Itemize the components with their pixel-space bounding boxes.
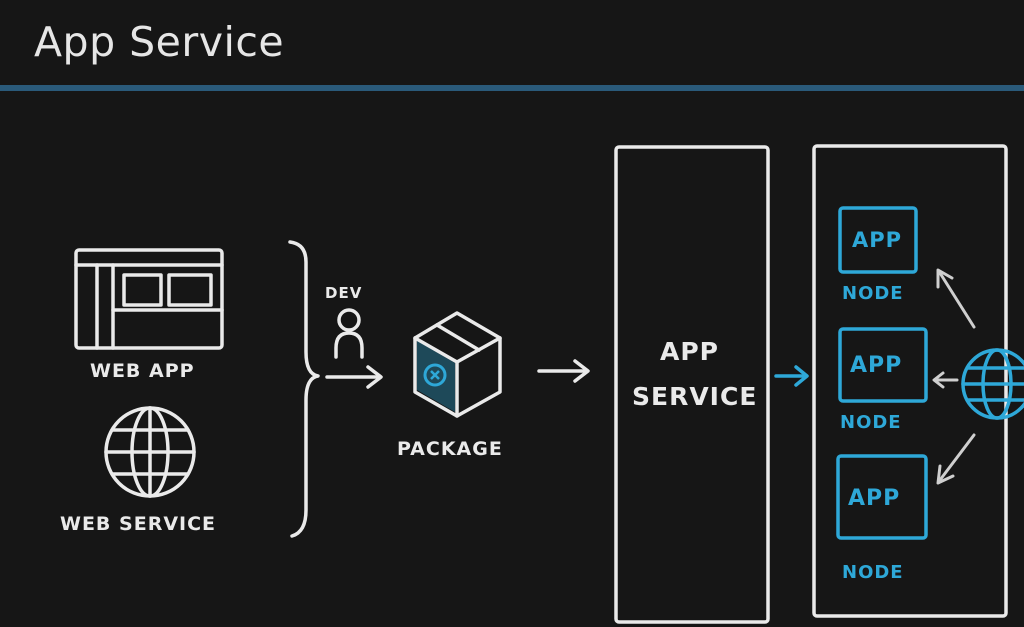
nodes-column [812,144,1008,618]
node-1-node-label: NODE [842,283,904,304]
arrow-to-node-1 [936,268,976,329]
node-2-app-label: APP [850,353,902,378]
app-node-box-3 [836,454,928,540]
grouping-brace [288,240,320,538]
web-app-label: WEB APP [90,360,195,382]
arrow-to-node-2 [932,371,959,389]
developer-person-icon [334,308,364,359]
web-app-window-icon [74,248,224,350]
arrow-to-nodes [774,365,809,387]
load-balancer-globe-icon [961,348,1024,420]
web-service-label: WEB SERVICE [60,513,216,535]
node-1-app-label: APP [852,228,902,252]
slide-title: App Service [34,18,285,66]
dev-label: DEV [325,284,362,302]
web-service-globe-icon [104,406,196,498]
title-divider [0,85,1024,91]
arrow-to-app-service [537,359,590,383]
package-logo-icon [417,341,455,412]
node-2-node-label: NODE [840,412,902,433]
arrow-to-package [325,365,383,389]
app-service-label-line2: SERVICE [632,382,757,411]
package-box-icon [413,311,502,418]
app-node-box-2 [838,327,928,403]
app-node-box-1 [838,206,918,274]
app-service-column [614,145,770,624]
node-3-node-label: NODE [842,562,904,583]
package-label: PACKAGE [397,438,503,460]
arrow-to-node-3 [936,433,976,485]
node-3-app-label: APP [848,486,900,511]
app-service-label-line1: APP [660,337,719,366]
